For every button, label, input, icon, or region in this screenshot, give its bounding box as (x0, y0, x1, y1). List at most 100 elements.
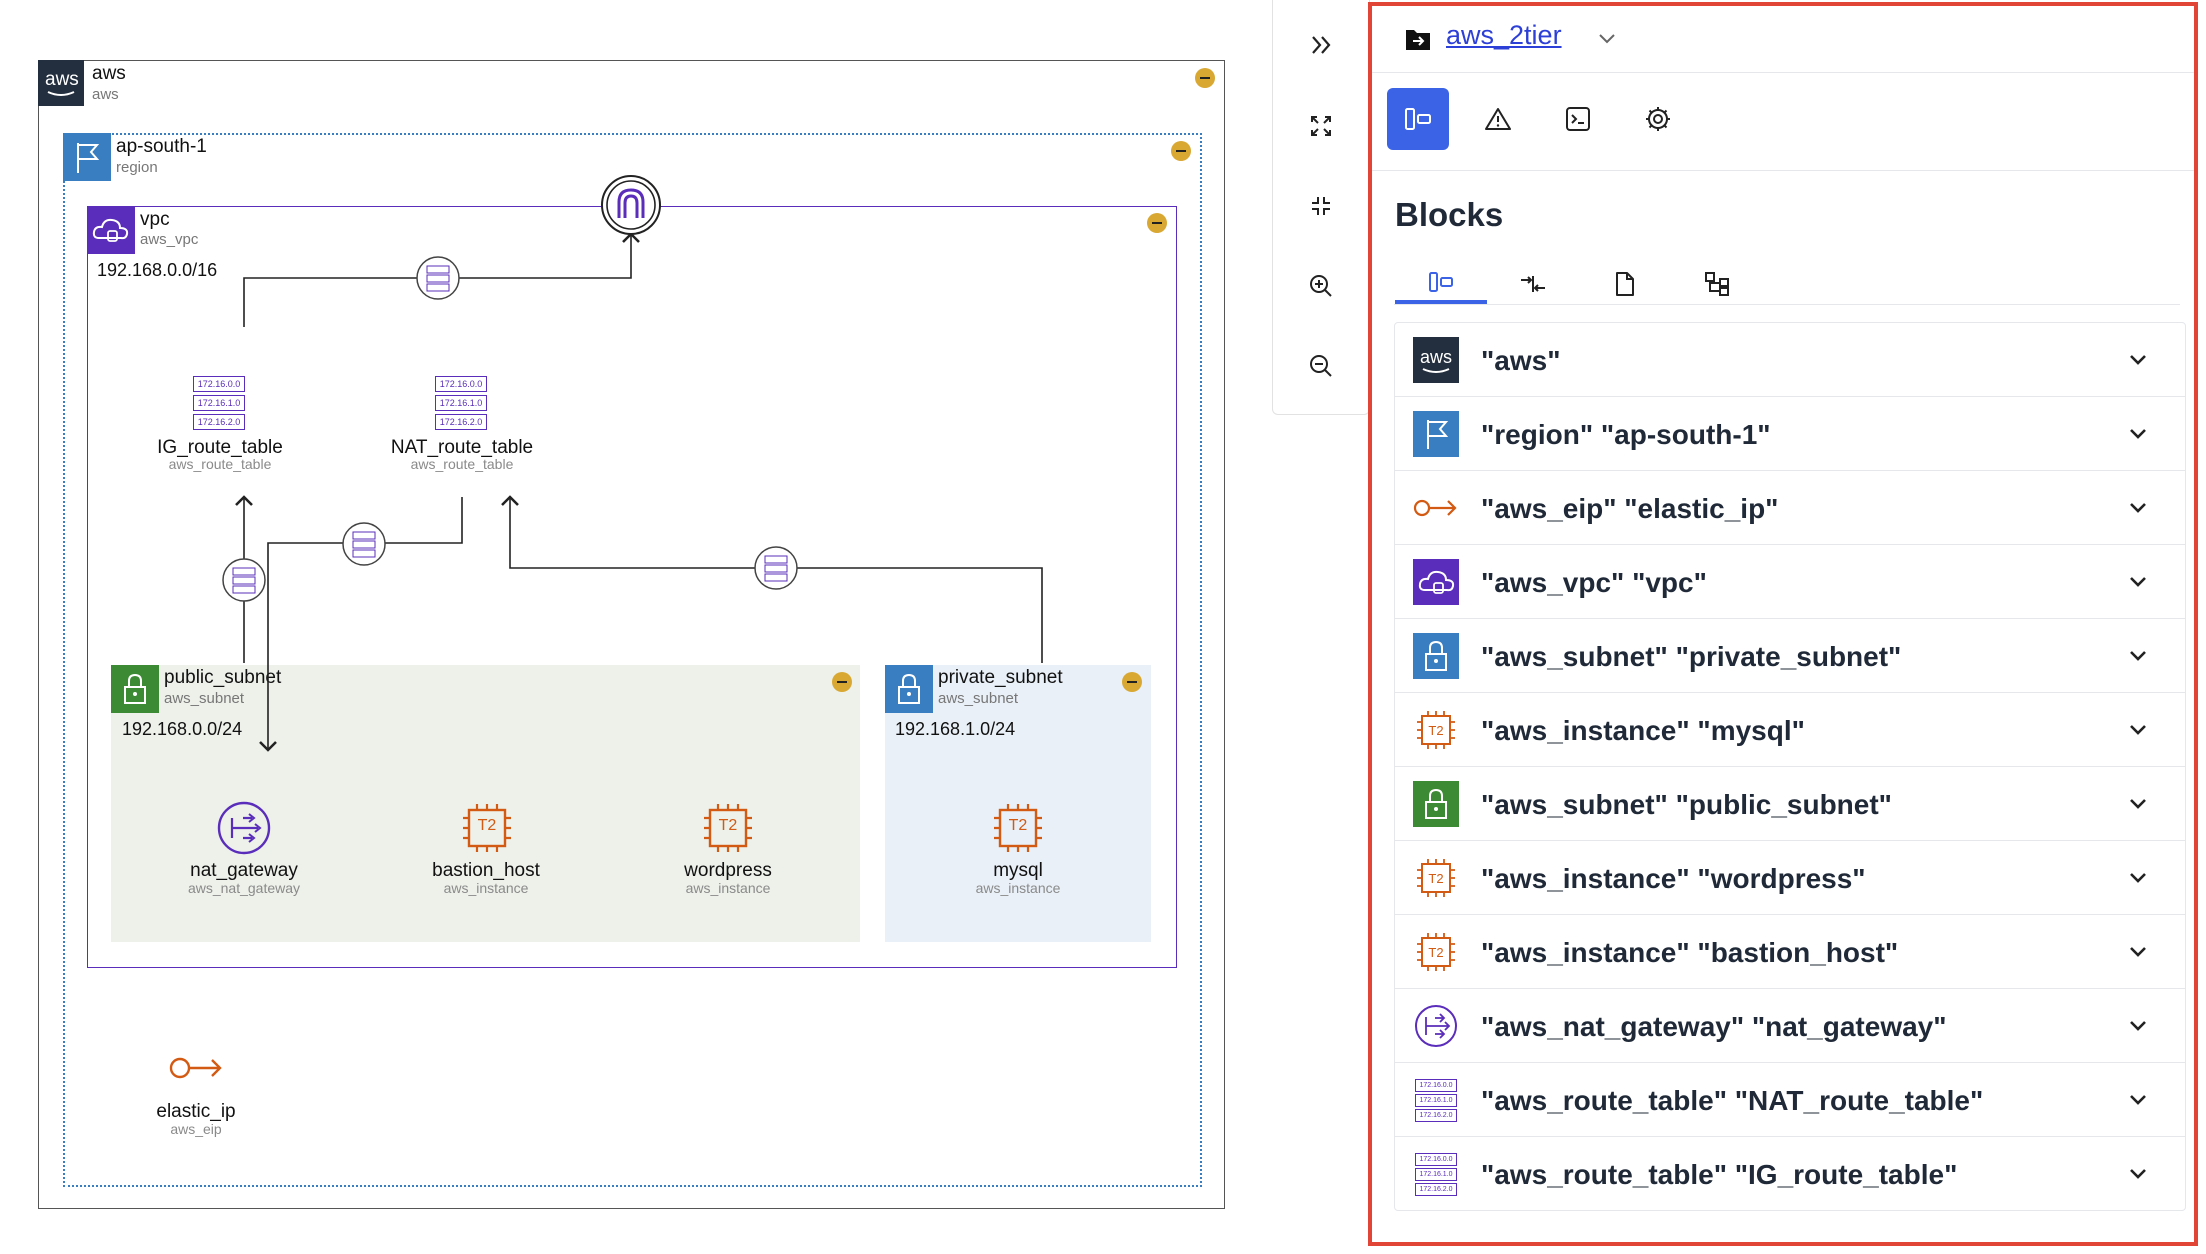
bastion-host-name: bastion_host (432, 860, 540, 881)
zoom-out-button[interactable] (1301, 346, 1341, 386)
wordpress-name: wordpress (684, 860, 772, 881)
block-label: "aws_subnet" "private_subnet" (1481, 641, 1902, 672)
association-icon[interactable] (753, 545, 799, 591)
subtab-blocks[interactable] (1395, 264, 1487, 304)
chevron-down-icon[interactable] (2127, 423, 2149, 445)
ec2-instance-icon (704, 804, 752, 852)
diagram-canvas[interactable]: aws aws aws ap-south-1 region vpc aws_vp… (0, 0, 1260, 1254)
fullscreen-button[interactable] (1301, 106, 1341, 146)
tab-blocks[interactable] (1387, 88, 1449, 150)
project-name-link[interactable]: aws_2tier (1446, 20, 1562, 50)
block-row-mysql[interactable]: T2 "aws_instance" "mysql" (1395, 693, 2185, 767)
expand-panel-button[interactable] (1301, 25, 1341, 65)
tab-terminal[interactable] (1547, 88, 1609, 150)
association-icon[interactable] (415, 255, 461, 301)
subtab-graph[interactable] (1671, 264, 1763, 304)
public-subnet-subtitle: aws_subnet (164, 690, 245, 707)
block-row-region[interactable]: "region" "ap-south-1" (1395, 397, 2185, 471)
ec2-instance-icon: T2 (1413, 707, 1459, 753)
chevron-down-icon[interactable] (2127, 941, 2149, 963)
private-subnet-collapse-icon[interactable] (1122, 672, 1142, 692)
nat-gateway-icon[interactable] (216, 800, 272, 856)
block-row-ig-route-table[interactable]: 172.16.0.0 172.16.1.0 172.16.2.0 "aws_ro… (1395, 1137, 2185, 1210)
vpc-cloud-icon (87, 206, 135, 254)
lock-icon (1413, 781, 1459, 827)
chevron-down-icon[interactable] (1596, 30, 1618, 48)
blocks-heading: Blocks (1395, 196, 1504, 233)
elastic-ip-name: elastic_ip (156, 1101, 236, 1122)
ec2-instance-icon (994, 804, 1042, 852)
block-row-bastion-host[interactable]: T2 "aws_instance" "bastion_host" (1395, 915, 2185, 989)
aws-group[interactable] (38, 60, 1225, 1209)
block-label: "aws_vpc" "vpc" (1481, 567, 1707, 598)
lock-icon (1413, 633, 1459, 679)
ig-route-table-name: IG_route_table (157, 437, 283, 458)
block-row-public-subnet[interactable]: "aws_subnet" "public_subnet" (1395, 767, 2185, 841)
exit-fullscreen-button[interactable] (1301, 186, 1341, 226)
chevron-down-icon[interactable] (2127, 1163, 2149, 1185)
elastic-ip-icon[interactable] (166, 1053, 226, 1083)
chevron-down-icon[interactable] (2127, 645, 2149, 667)
tab-warnings[interactable] (1467, 88, 1529, 150)
region-flag-icon (63, 133, 111, 181)
mysql-node[interactable]: T2 (990, 800, 1046, 856)
region-title: ap-south-1 (116, 136, 207, 157)
subtab-connections[interactable] (1487, 264, 1579, 304)
bastion-host-node[interactable]: T2 (459, 800, 515, 856)
public-subnet-collapse-icon[interactable] (832, 672, 852, 692)
ig-route-table-node[interactable]: 172.16.0.0 172.16.1.0 172.16.2.0 (190, 374, 246, 430)
nat-gateway-type: aws_nat_gateway (187, 880, 301, 896)
ec2-instance-icon: T2 (1413, 929, 1459, 975)
block-label: "aws_route_table" "NAT_route_table" (1481, 1085, 1984, 1116)
subtab-files[interactable] (1579, 264, 1671, 304)
exit-fullscreen-icon (1312, 197, 1330, 215)
chevron-down-icon[interactable] (2127, 571, 2149, 593)
double-chevron-right-icon (1312, 36, 1331, 54)
chevron-down-icon[interactable] (2127, 1015, 2149, 1037)
chevron-down-icon[interactable] (2127, 867, 2149, 889)
chevron-down-icon[interactable] (2127, 719, 2149, 741)
nat-route-table-node[interactable]: 172.16.0.0 172.16.1.0 172.16.2.0 (432, 374, 488, 430)
route-table-icon: 172.16.0.0 172.16.1.0 172.16.2.0 (1413, 1151, 1459, 1197)
route-table-icon: 172.16.0.0 172.16.1.0 172.16.2.0 (193, 376, 245, 430)
zoom-out-icon (1310, 355, 1332, 377)
mysql-name: mysql (993, 860, 1043, 881)
block-row-nat-gateway[interactable]: "aws_nat_gateway" "nat_gateway" (1395, 989, 2185, 1063)
region-collapse-icon[interactable] (1171, 141, 1191, 161)
internet-gateway-icon[interactable] (600, 174, 662, 236)
blocks-icon (1429, 272, 1453, 292)
wordpress-node[interactable]: T2 (700, 800, 756, 856)
block-label: "aws_nat_gateway" "nat_gateway" (1481, 1011, 1947, 1042)
aws-group-title: aws (92, 63, 126, 84)
vpc-collapse-icon[interactable] (1147, 213, 1167, 233)
aws-collapse-icon[interactable] (1195, 68, 1215, 88)
block-row-wordpress[interactable]: T2 "aws_instance" "wordpress" (1395, 841, 2185, 915)
region-group[interactable] (63, 133, 1202, 1187)
block-row-vpc[interactable]: "aws_vpc" "vpc" (1395, 545, 2185, 619)
association-icon[interactable] (221, 557, 267, 603)
warning-icon (1485, 108, 1511, 130)
blocks-icon (1405, 108, 1431, 130)
zoom-in-button[interactable] (1301, 266, 1341, 306)
tab-settings[interactable] (1627, 88, 1689, 150)
gear-icon (1646, 107, 1670, 131)
aws-logo: aws (38, 60, 84, 106)
ec2-instance-icon: T2 (1413, 855, 1459, 901)
association-icon[interactable] (341, 521, 387, 567)
elastic-ip-type: aws_eip (170, 1121, 222, 1137)
block-row-nat-route-table[interactable]: 172.16.0.0 172.16.1.0 172.16.2.0 "aws_ro… (1395, 1063, 2185, 1137)
block-row-private-subnet[interactable]: "aws_subnet" "private_subnet" (1395, 619, 2185, 693)
zoom-in-icon (1310, 275, 1332, 297)
chevron-down-icon[interactable] (2127, 793, 2149, 815)
block-label: "aws" (1481, 345, 1561, 376)
chevron-down-icon[interactable] (2127, 1089, 2149, 1111)
block-row-eip[interactable]: "aws_eip" "elastic_ip" (1395, 471, 2185, 545)
hierarchy-icon (1705, 272, 1729, 296)
aws-group-subtitle: aws (92, 86, 119, 103)
vpc-cidr: 192.168.0.0/16 (97, 260, 218, 280)
block-label: "aws_instance" "bastion_host" (1481, 937, 1899, 968)
block-row-aws[interactable]: aws "aws" (1395, 323, 2185, 397)
route-table-icon: 172.16.0.0 172.16.1.0 172.16.2.0 (1413, 1077, 1459, 1123)
chevron-down-icon[interactable] (2127, 497, 2149, 519)
chevron-down-icon[interactable] (2127, 349, 2149, 371)
